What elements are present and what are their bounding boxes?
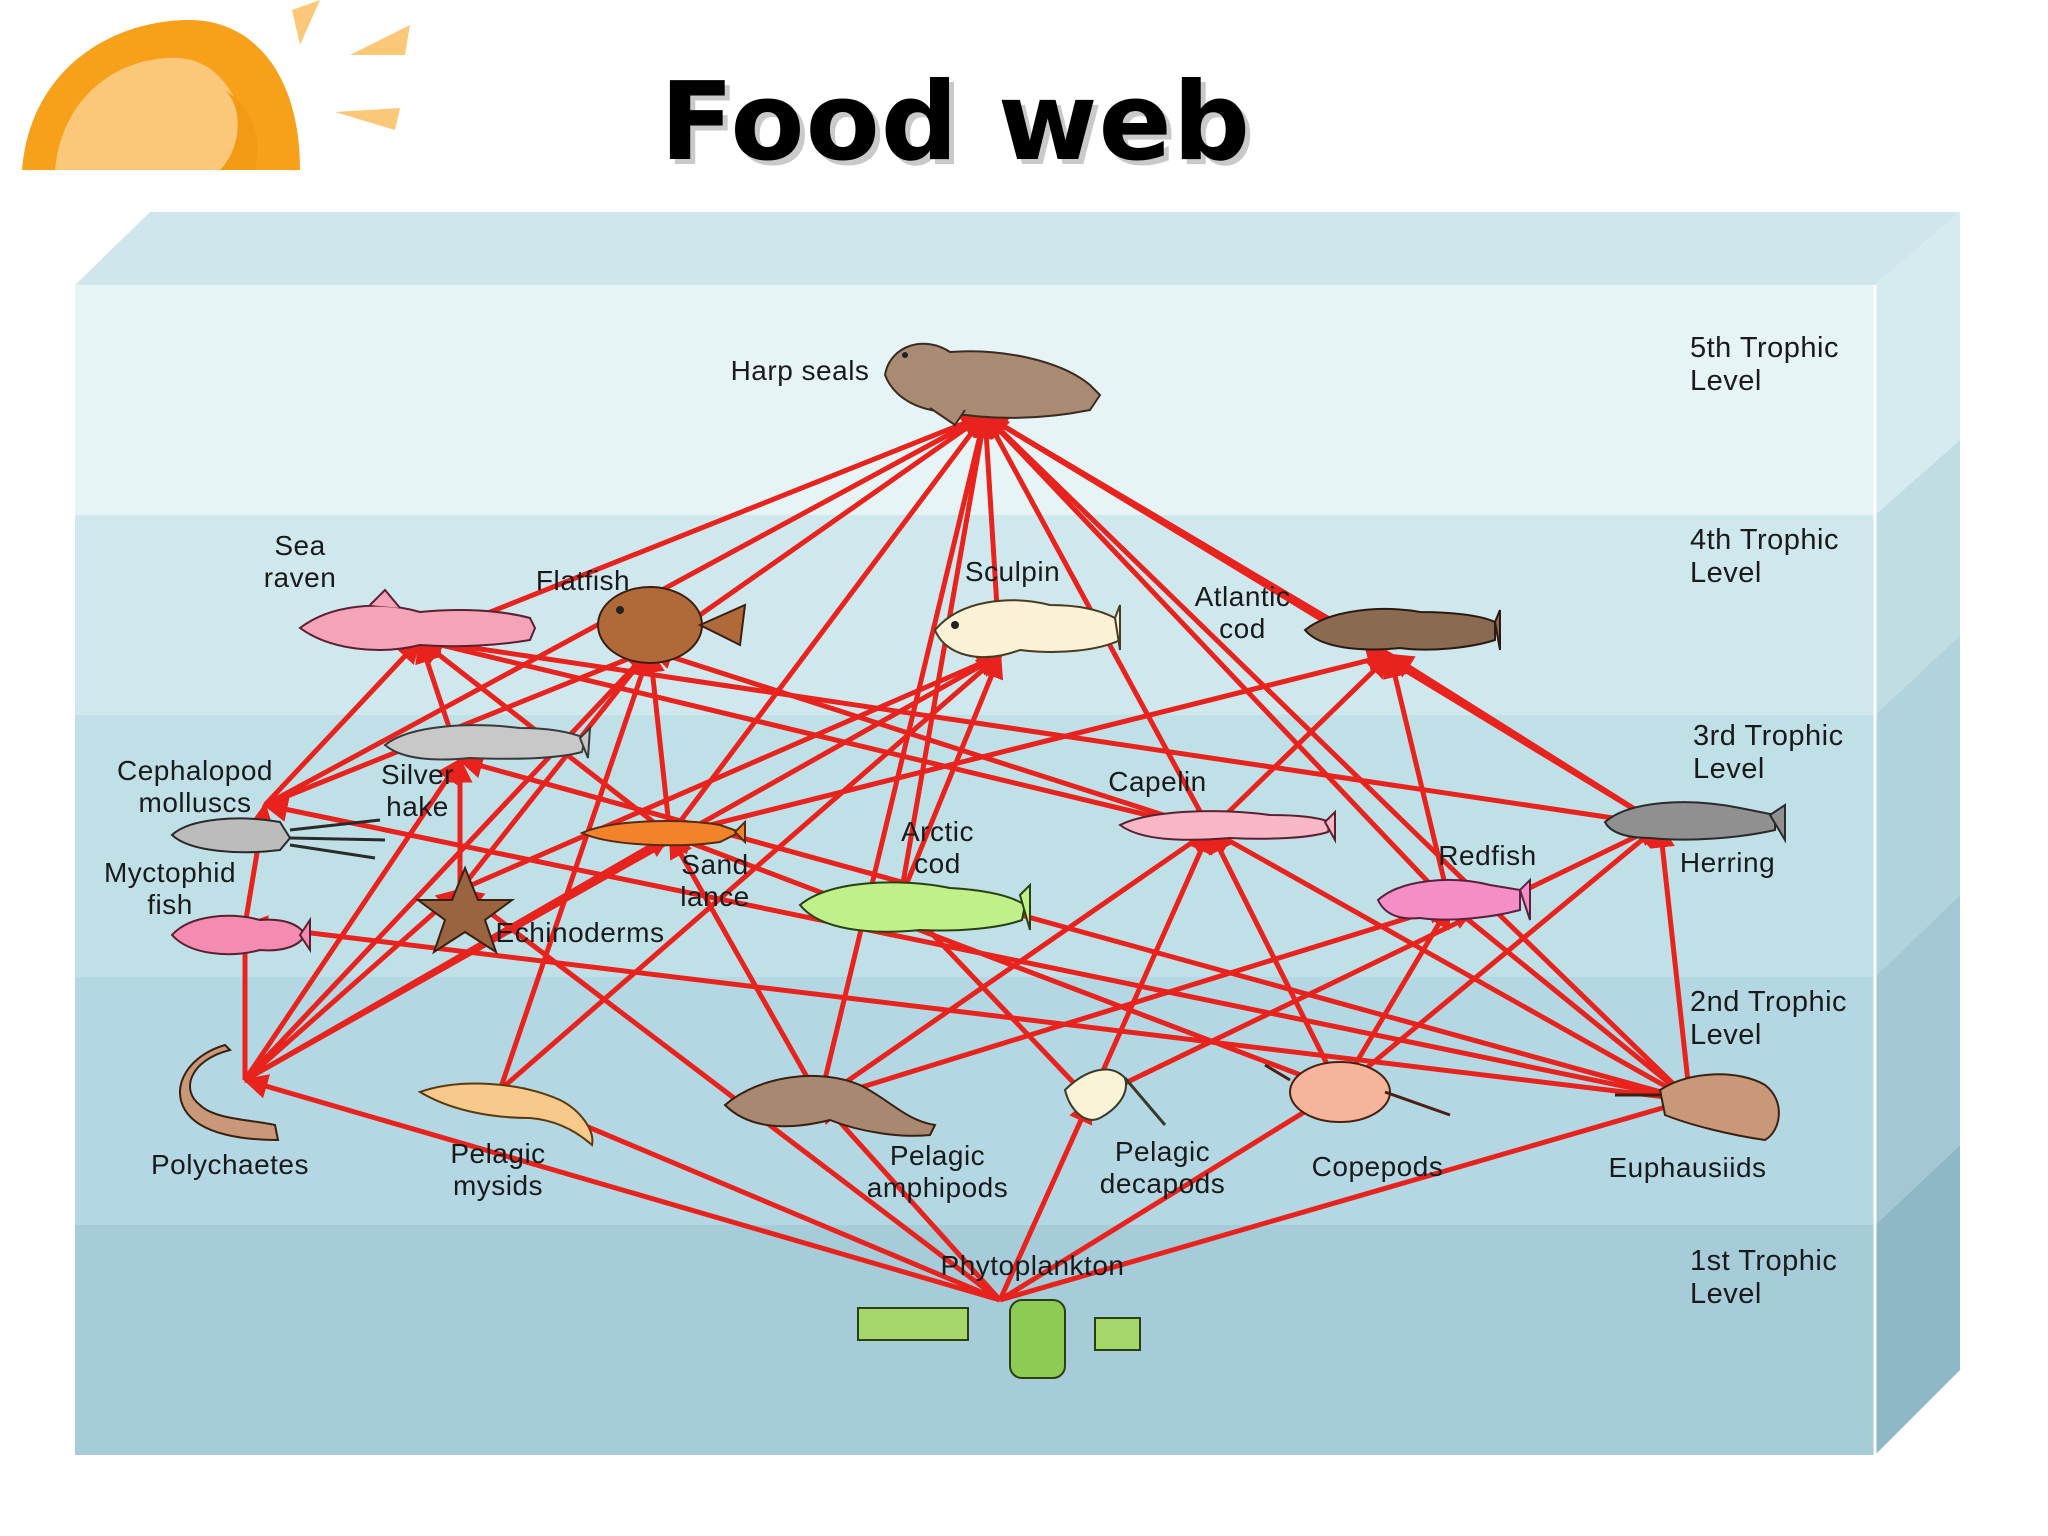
arrow-herring-to-atlantic-cod xyxy=(1387,652,1662,828)
arrow-euphausiids-to-myctophid xyxy=(242,915,1691,1103)
arrow-polychaetes-to-silver-hake xyxy=(242,757,463,1082)
label-redfish: Redfish xyxy=(1438,840,1537,871)
krill-icon xyxy=(1615,1073,1780,1142)
arrow-phytoplankton-to-euphausiids xyxy=(999,1094,1693,1303)
arrow-sand-lance-to-harp-seals xyxy=(668,413,987,837)
arrow-echinoderms-to-sculpin xyxy=(459,652,1003,893)
trophic-level-2: 2nd Trophic Level xyxy=(1690,986,1848,1051)
side-level-5 xyxy=(1875,212,1960,515)
arrow-phytoplankton-to-echinoderms xyxy=(458,888,1002,1302)
side-level-4 xyxy=(1875,440,1960,715)
block-top-face xyxy=(75,212,1960,285)
label-cephalopod: Cephalopod molluscs xyxy=(116,755,274,818)
arrow-euphausiids-to-harp-seals xyxy=(983,413,1692,1102)
arrow-phytoplankton-to-polychaetes xyxy=(242,1074,1001,1303)
squid-icon xyxy=(170,817,386,860)
side-level-2 xyxy=(1875,895,1960,1225)
arrow-arctic-cod-to-harp-seals xyxy=(897,412,994,901)
arrow-pelagic-amphipods-to-redfish xyxy=(819,899,1453,1103)
trophic-level-3: 3rd Trophic Level xyxy=(1693,720,1844,785)
label-sea-raven: Sea raven xyxy=(263,530,337,593)
arrow-pelagic-amphipods-to-sand-lance xyxy=(667,832,823,1102)
trophic-level-1: 1st Trophic Level xyxy=(1690,1245,1838,1310)
arrow-phytoplankton-to-pelagic-amphipods xyxy=(818,1098,1002,1302)
sun-icon xyxy=(22,0,410,170)
label-flatfish: Flatfish xyxy=(535,565,631,596)
label-phytoplankton: Phytoplankton xyxy=(940,1250,1125,1281)
capelin-icon xyxy=(1118,809,1336,844)
arrow-copepods-to-sand-lance xyxy=(667,831,1341,1093)
trophic-level-4: 4th Trophic Level xyxy=(1690,524,1839,589)
label-sand-lance: Sand lance xyxy=(680,849,750,912)
slide-title: Food web xyxy=(660,60,1252,185)
arrow-polychaetes-to-echinoderms xyxy=(243,888,462,1082)
arrow-euphausiids-to-silver-hake xyxy=(457,753,1691,1103)
arrow-capelin-to-atlantic-cod xyxy=(1208,653,1392,832)
copepod-icon xyxy=(1264,1061,1451,1123)
arrow-copepods-to-herring xyxy=(1338,823,1662,1092)
atlantic-cod-icon xyxy=(1303,608,1501,651)
label-sculpin: Sculpin xyxy=(964,556,1061,587)
side-level-3 xyxy=(1875,635,1960,977)
sea-raven-fish-icon xyxy=(298,588,537,651)
arrow-euphausiids-to-redfish xyxy=(1448,903,1692,1102)
label-echinoderms: Echinoderms xyxy=(495,917,665,948)
flatfish-icon xyxy=(597,586,747,664)
herring-icon xyxy=(1603,801,1786,844)
shrimp-icon xyxy=(417,1082,594,1147)
myctophid-fish-icon xyxy=(170,914,311,956)
label-atlantic-cod: Atlantic cod xyxy=(1194,581,1291,644)
arrow-pelagic-decapods-to-herring xyxy=(1088,822,1663,1103)
seal-icon xyxy=(883,342,1102,427)
diatom-icon xyxy=(857,1299,1141,1379)
label-harp-seals: Harp seals xyxy=(730,355,870,386)
silver-hake-icon xyxy=(383,724,592,761)
label-capelin: Capelin xyxy=(1108,766,1207,797)
starfish-icon xyxy=(414,865,516,955)
trophic-level-5: 5th Trophic Level xyxy=(1690,332,1839,397)
label-polychaetes: Polychaetes xyxy=(150,1149,310,1180)
arrow-polychaetes-to-flatfish xyxy=(243,648,652,1082)
arrow-euphausiids-to-capelin xyxy=(1207,827,1692,1103)
label-pelagic-mysids: Pelagic mysids xyxy=(450,1138,546,1201)
arrow-euphausiids-to-herring xyxy=(1650,822,1693,1101)
arrow-capelin-to-flatfish xyxy=(647,644,1211,833)
arrow-pelagic-decapods-to-arctic-cod xyxy=(898,898,1092,1102)
sand-lance-icon xyxy=(579,819,746,847)
arrow-pelagic-decapods-to-capelin xyxy=(1087,827,1213,1102)
arctic-cod-icon xyxy=(798,881,1031,933)
worm-icon xyxy=(179,1043,280,1142)
redfish-icon xyxy=(1376,877,1531,921)
arrow-polychaetes-to-sand-lance xyxy=(243,832,673,1083)
arrow-redfish-to-harp-seals xyxy=(983,413,1452,907)
label-arctic-cod: Arctic cod xyxy=(901,816,974,879)
arrow-pelagic-mysids-to-sculpin xyxy=(498,653,1002,1092)
arrow-sea-raven-to-harp-seals xyxy=(419,411,988,643)
amphipod-icon xyxy=(723,1074,937,1137)
decapod-icon xyxy=(1063,1068,1167,1126)
label-pelagic-amphipods: Pelagic amphipods xyxy=(866,1140,1009,1203)
side-level-1 xyxy=(1875,1145,1960,1455)
arrow-phytoplankton-to-copepods xyxy=(998,1087,1343,1303)
arrow-pelagic-amphipods-to-capelin xyxy=(818,827,1213,1103)
label-myctophid: Myctophid fish xyxy=(103,857,237,920)
sculpin-icon xyxy=(933,599,1122,658)
arrow-redfish-to-atlantic-cod xyxy=(1383,652,1453,906)
label-pelagic-decapods: Pelagic decapods xyxy=(1099,1136,1226,1199)
arrow-flatfish-to-harp-seals xyxy=(648,412,988,653)
band-level-2 xyxy=(75,977,1875,1225)
arrow-sand-lance-to-flatfish xyxy=(639,647,673,836)
label-copepods: Copepods xyxy=(1311,1151,1444,1182)
band-level-1 xyxy=(75,1225,1875,1455)
label-silver-hake: Silver hake xyxy=(380,759,454,822)
arrow-sand-lance-to-atlantic-cod xyxy=(669,648,1393,838)
arrow-arctic-cod-to-sculpin xyxy=(897,652,1004,901)
label-euphausiids: Euphausiids xyxy=(1608,1152,1767,1183)
label-herring: Herring xyxy=(1679,847,1776,878)
arrow-phytoplankton-to-pelagic-decapods xyxy=(997,1097,1093,1302)
arrow-cephalopod-to-sea-raven xyxy=(263,638,422,807)
